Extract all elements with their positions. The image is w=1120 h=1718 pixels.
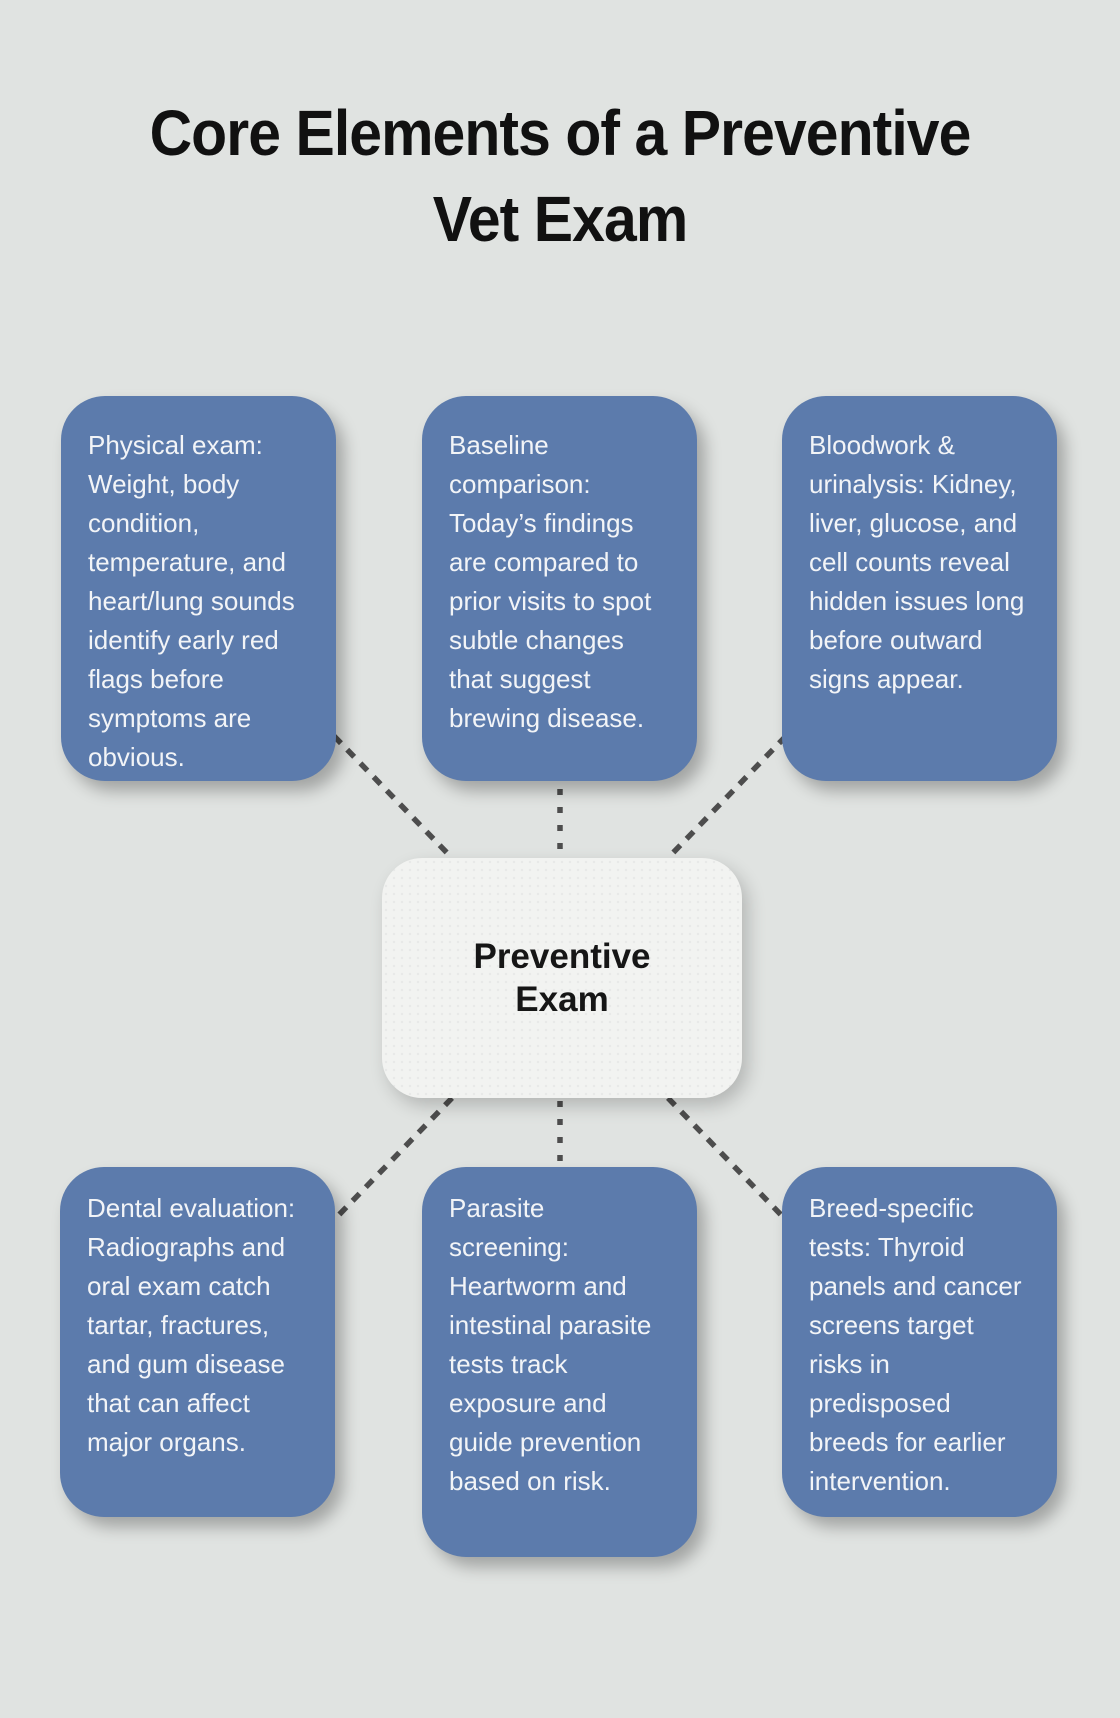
node-parasite-screening: Parasite screening: Heartworm and intest… bbox=[422, 1167, 697, 1557]
node-breed-specific-tests: Breed-specific tests: Thyroid panels and… bbox=[782, 1167, 1057, 1517]
center-node-label: Preventive Exam bbox=[473, 937, 651, 1019]
node-physical-exam-text: Physical exam: Weight, body condition, t… bbox=[88, 430, 295, 772]
node-baseline-comparison: Baseline comparison: Today’s findings ar… bbox=[422, 396, 697, 781]
node-bloodwork-urinalysis-text: Bloodwork & urinalysis: Kidney, liver, g… bbox=[809, 430, 1025, 694]
node-dental-evaluation-text: Dental evaluation: Radiographs and oral … bbox=[87, 1193, 296, 1457]
node-bloodwork-urinalysis: Bloodwork & urinalysis: Kidney, liver, g… bbox=[782, 396, 1057, 781]
node-breed-specific-tests-text: Breed-specific tests: Thyroid panels and… bbox=[809, 1193, 1022, 1496]
node-physical-exam: Physical exam: Weight, body condition, t… bbox=[61, 396, 336, 781]
page-title: Core Elements of a Preventive Vet Exam bbox=[149, 97, 972, 255]
node-baseline-comparison-text: Baseline comparison: Today’s findings ar… bbox=[449, 430, 652, 733]
node-dental-evaluation: Dental evaluation: Radiographs and oral … bbox=[60, 1167, 335, 1517]
node-parasite-screening-text: Parasite screening: Heartworm and intest… bbox=[449, 1193, 652, 1496]
center-node: Preventive Exam bbox=[382, 858, 742, 1098]
